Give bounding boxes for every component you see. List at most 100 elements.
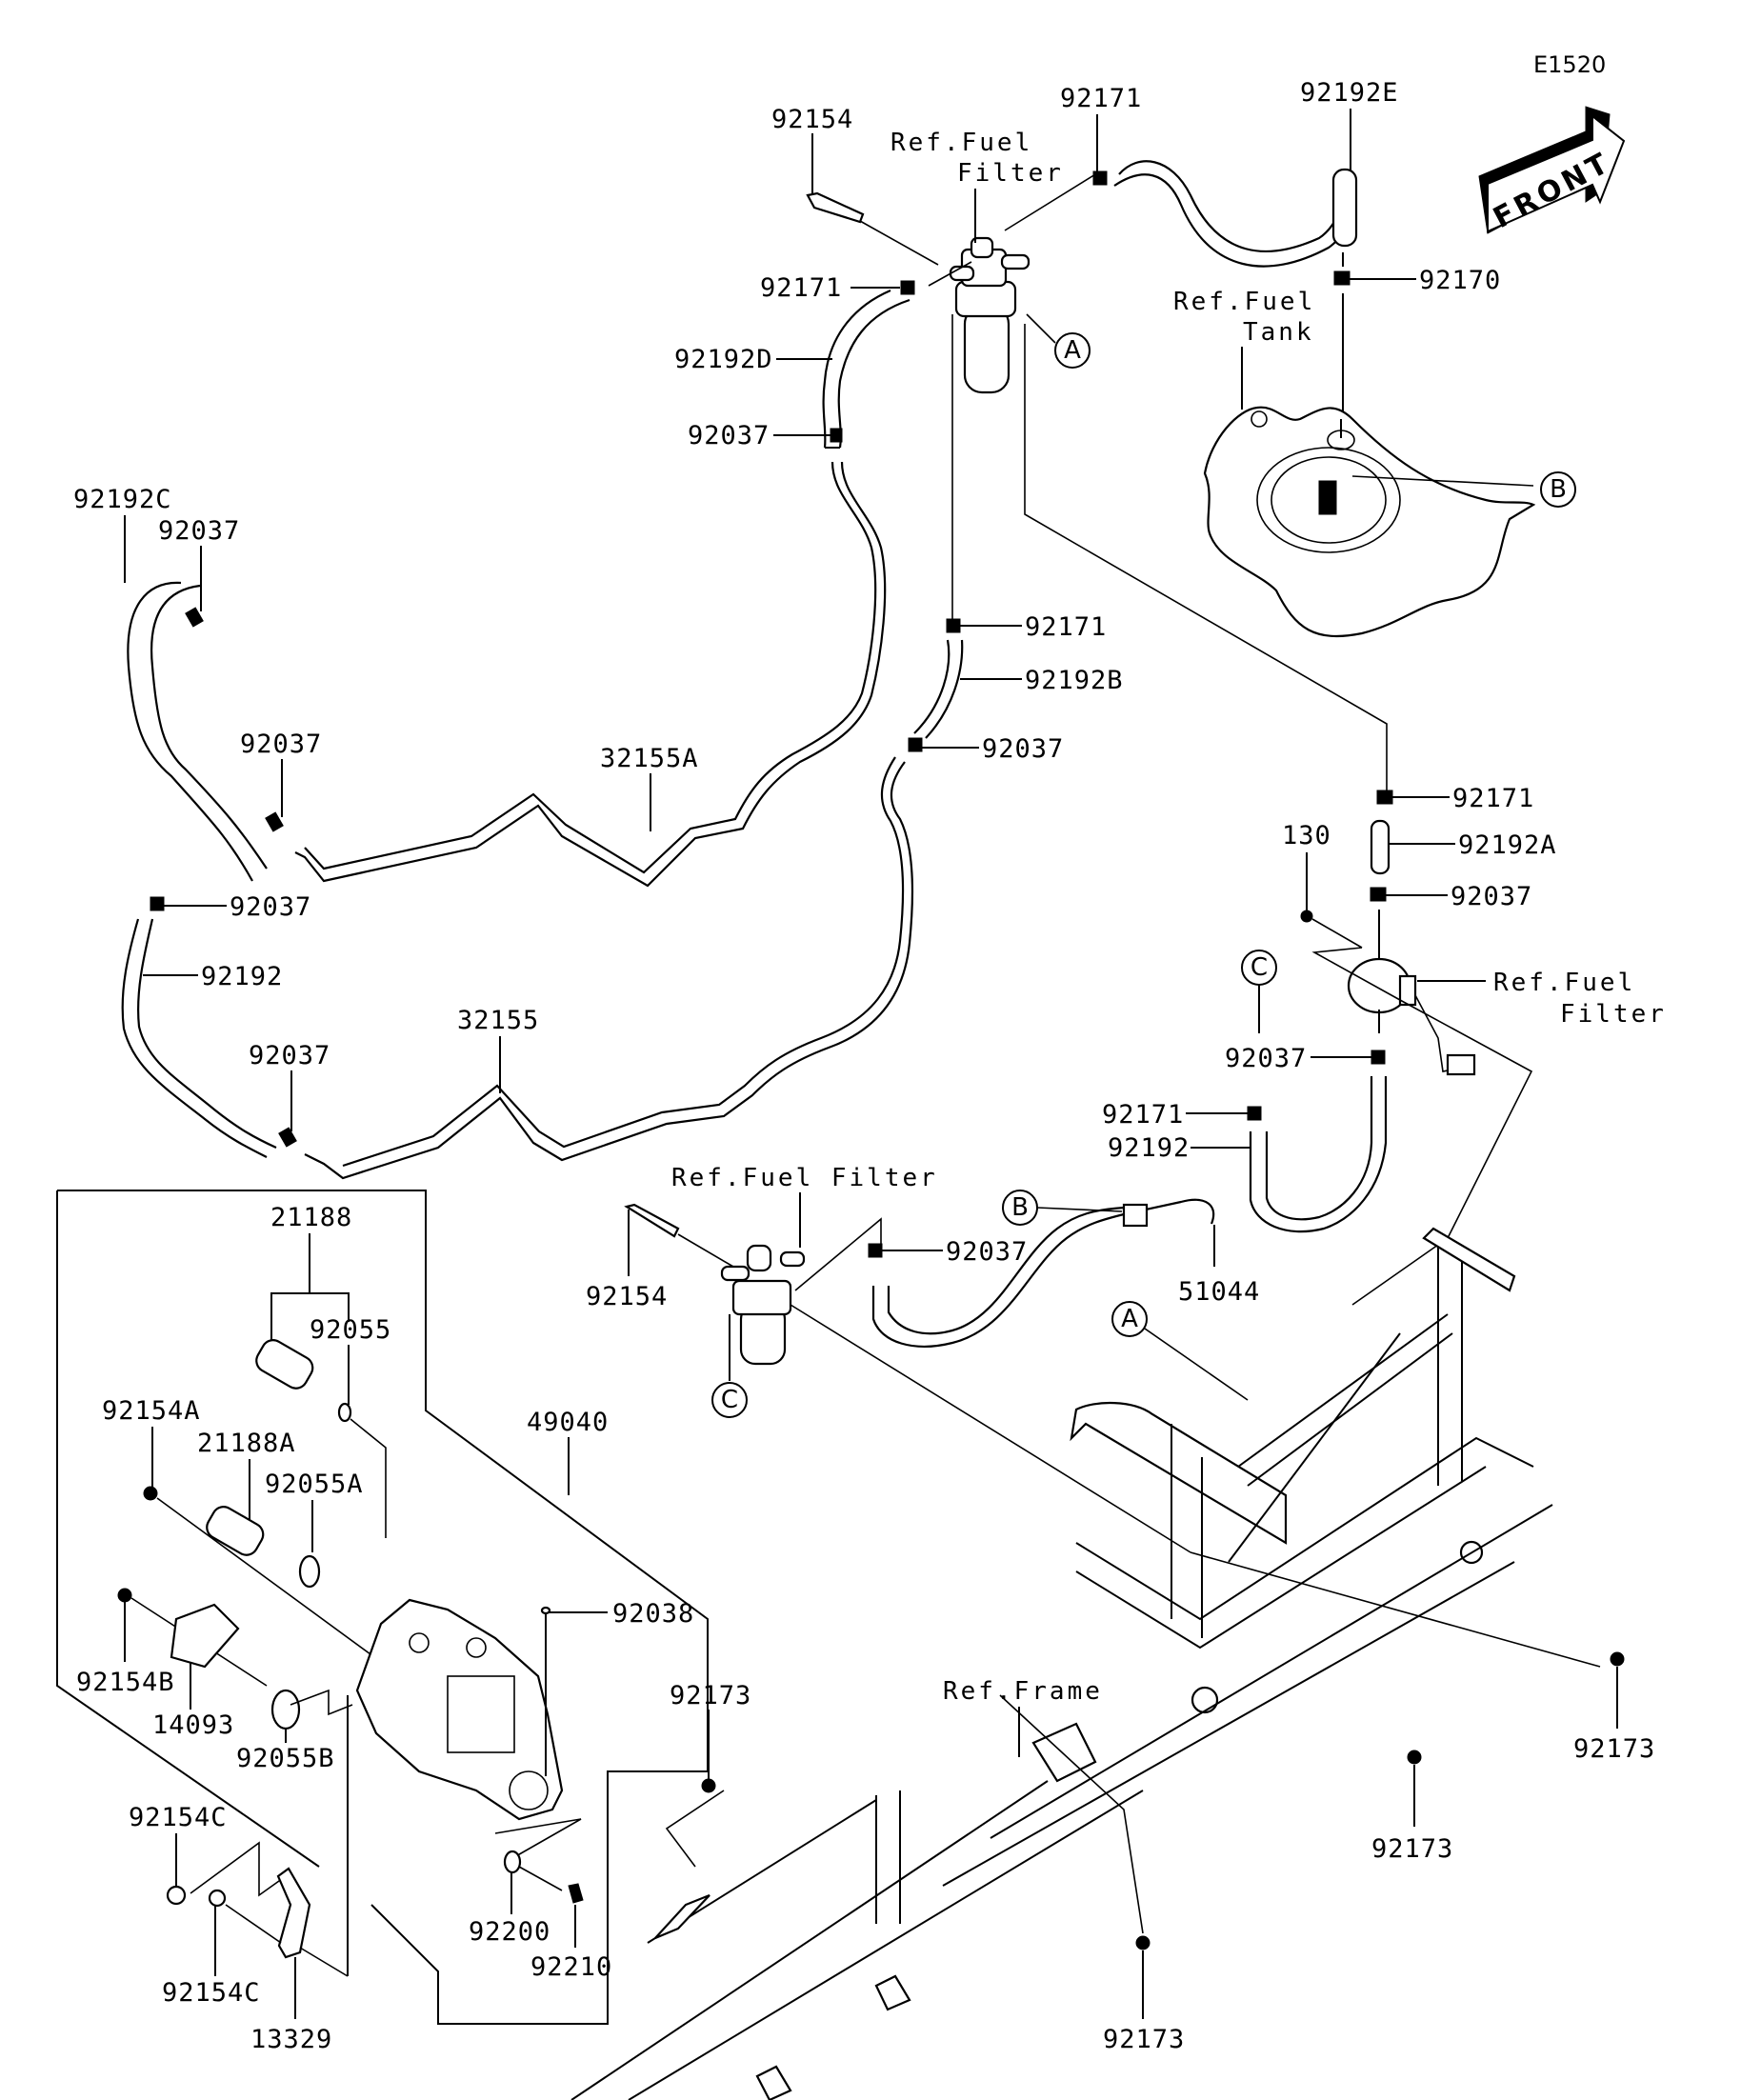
seal-92038-icon	[540, 1606, 551, 1615]
clamp-92171-left-icon	[900, 280, 915, 295]
label-51044[interactable]: 51044	[1178, 1277, 1260, 1307]
label-92154B[interactable]: 92154B	[76, 1668, 175, 1697]
label-130[interactable]: 130	[1282, 821, 1331, 850]
clamp-92037-d-icon	[265, 811, 284, 832]
label-92037-h[interactable]: 92037	[249, 1041, 330, 1070]
solenoid-21188-icon	[255, 1339, 314, 1390]
fuel-filter-top[interactable]: Ref.Fuel Filter	[806, 129, 1101, 419]
clamp-92037-b-icon	[185, 607, 204, 628]
label-92170[interactable]: 92170	[1419, 266, 1501, 295]
label-92173-c[interactable]: 92173	[1371, 1834, 1453, 1864]
ref-fuel-filter-top-line2: Filter	[957, 159, 1064, 188]
hose-92192B	[913, 639, 964, 739]
label-92192E[interactable]: 92192E	[1300, 78, 1399, 108]
clamp-92037-e-icon	[1370, 887, 1387, 902]
label-92192A[interactable]: 92192A	[1458, 830, 1557, 860]
fuel-filter-mid[interactable]	[720, 1244, 806, 1366]
label-92154C-a[interactable]: 92154C	[129, 1803, 228, 1832]
svg-text:C: C	[721, 1386, 738, 1414]
ref-fuel-tank-line2: Tank	[1243, 318, 1314, 347]
label-92037-e[interactable]: 92037	[1451, 882, 1532, 911]
nut-92173-c-icon	[1407, 1750, 1422, 1765]
label-92173-a[interactable]: 92173	[670, 1681, 751, 1710]
label-92055B[interactable]: 92055B	[236, 1744, 335, 1773]
label-92171-left[interactable]: 92171	[760, 273, 842, 303]
hose-92192D	[822, 289, 911, 449]
label-13329[interactable]: 13329	[250, 2025, 332, 2054]
label-32155A[interactable]: 32155A	[600, 744, 699, 773]
svg-text:A: A	[1121, 1305, 1138, 1333]
callout-A-top[interactable]: A	[1054, 332, 1091, 369]
label-92192-right[interactable]: 92192	[1108, 1133, 1190, 1163]
callout-A-frame[interactable]: A	[1111, 1301, 1148, 1337]
screw-92154A-icon	[143, 1486, 158, 1501]
hose-92192E	[1113, 160, 1354, 268]
clamp-92037-h-icon	[278, 1127, 297, 1148]
nut-92173-d-icon	[1135, 1935, 1151, 1950]
label-92210[interactable]: 92210	[530, 1952, 612, 1982]
ref-fuel-filter-right-line2: Filter	[1560, 1000, 1667, 1029]
label-92038[interactable]: 92038	[612, 1599, 694, 1629]
label-92154A[interactable]: 92154A	[102, 1396, 201, 1426]
clamp-92037-c-icon	[908, 737, 923, 752]
diagram-code: E1520	[1533, 51, 1606, 78]
label-92154-mid[interactable]: 92154	[586, 1282, 668, 1311]
clamp-92037-g-icon	[150, 896, 165, 911]
label-92171-mid[interactable]: 92171	[1025, 612, 1107, 642]
bolt-92154C-a-icon	[166, 1885, 187, 1906]
label-92154C-b[interactable]: 92154C	[162, 1978, 261, 2008]
label-92173-b[interactable]: 92173	[1573, 1734, 1655, 1764]
fuel-filter-right[interactable]	[1347, 910, 1476, 1076]
label-32155[interactable]: 32155	[457, 1006, 539, 1035]
label-92200[interactable]: 92200	[469, 1917, 550, 1947]
label-92037-c[interactable]: 92037	[982, 734, 1064, 764]
hose-51044	[871, 1198, 1215, 1348]
label-92037-i[interactable]: 92037	[946, 1237, 1028, 1267]
ref-fuel-tank-line1: Ref.Fuel	[1173, 288, 1315, 316]
label-92037-g[interactable]: 92037	[230, 892, 311, 922]
nut-92173-a-icon	[701, 1778, 716, 1793]
label-92055A[interactable]: 92055A	[265, 1470, 364, 1499]
o-ring-92055-icon	[337, 1402, 352, 1423]
fuel-tank-ref	[1203, 406, 1536, 638]
washer-92200-icon	[503, 1850, 522, 1874]
screw-92154B-icon	[117, 1588, 132, 1603]
label-92171-top[interactable]: 92171	[1060, 84, 1142, 113]
label-92192C[interactable]: 92192C	[73, 485, 172, 514]
label-92037-d[interactable]: 92037	[240, 730, 322, 759]
clamp-92037-a-icon	[830, 428, 843, 443]
fitting-51044-icon	[1122, 1203, 1149, 1228]
label-21188[interactable]: 21188	[270, 1203, 352, 1232]
label-92055[interactable]: 92055	[310, 1315, 391, 1345]
label-92037-f[interactable]: 92037	[1225, 1044, 1307, 1073]
svg-text:B: B	[1550, 475, 1567, 504]
ref-fuel-filter-right-line1: Ref.Fuel	[1493, 969, 1635, 997]
nut-92173-b-icon	[1610, 1651, 1625, 1667]
injection-pump-49040[interactable]	[355, 1598, 564, 1821]
callout-B-mid[interactable]: B	[1002, 1190, 1038, 1226]
label-92192-left[interactable]: 92192	[201, 962, 283, 991]
label-21188A[interactable]: 21188A	[197, 1429, 296, 1458]
nut-92210-icon	[568, 1883, 584, 1904]
o-ring-92055B-icon	[270, 1689, 301, 1730]
label-92037-b[interactable]: 92037	[158, 516, 240, 546]
label-92192B[interactable]: 92192B	[1025, 666, 1124, 695]
label-14093[interactable]: 14093	[152, 1710, 234, 1740]
callout-C-right[interactable]: C	[1241, 950, 1277, 986]
label-92192D[interactable]: 92192D	[674, 345, 773, 374]
bolt-92154C-b-icon	[208, 1889, 227, 1908]
label-92154-top[interactable]: 92154	[771, 105, 853, 134]
label-92037-a[interactable]: 92037	[688, 421, 770, 450]
clamp-92171-mid-icon	[946, 618, 961, 633]
callout-B-tank[interactable]: B	[1540, 471, 1576, 508]
label-92171-low[interactable]: 92171	[1102, 1100, 1184, 1130]
ref-fuel-filter-mid: Ref.Fuel Filter	[671, 1164, 938, 1192]
ref-frame: Ref.Frame	[943, 1677, 1103, 1706]
callout-C-mid[interactable]: C	[711, 1382, 748, 1418]
clamp-92171-top-icon	[1092, 170, 1108, 186]
clamp-92171-right-icon	[1376, 790, 1393, 805]
label-92171-right[interactable]: 92171	[1452, 784, 1534, 813]
label-92173-d[interactable]: 92173	[1103, 2025, 1185, 2054]
fuel-line-32155A	[294, 461, 887, 888]
label-49040[interactable]: 49040	[527, 1408, 609, 1437]
